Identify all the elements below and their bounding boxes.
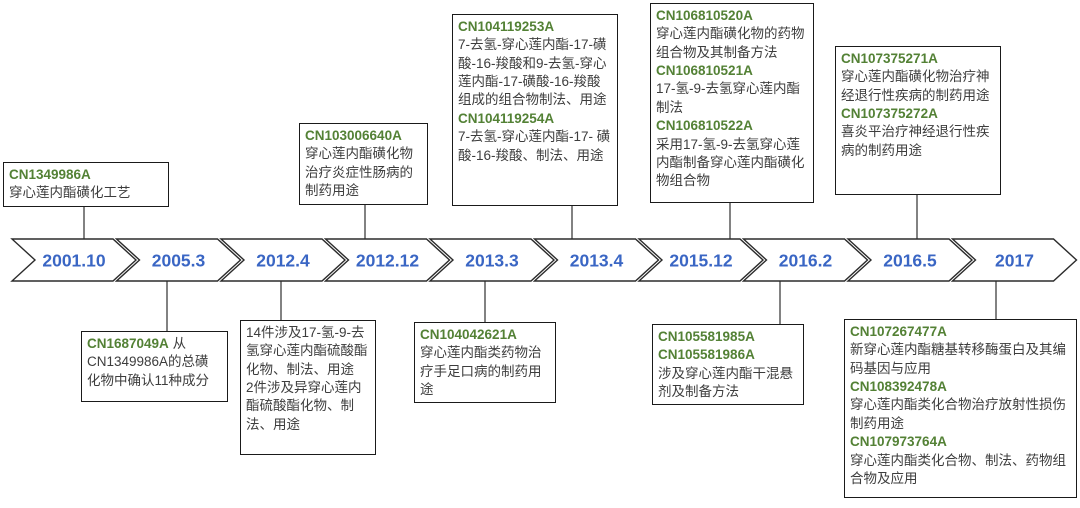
patent-number: CN106810520A: [656, 8, 753, 23]
patent-desc: 穿心莲内酯磺化物的药物组合物及其制备方法: [656, 26, 805, 60]
patent-desc: 涉及穿心莲内酯干混悬剂及制备方法: [658, 365, 793, 400]
patent-box-2016-2: CN105581985A CN105581986A 涉及穿心莲内酯干混悬剂及制备…: [652, 324, 804, 406]
patent-number: CN1687049A: [87, 336, 169, 351]
patent-desc: 从CN1349986A的总磺化物中确认11种成分: [87, 336, 210, 388]
patent-desc: 喜炎平治疗神经退行性疾病的制药用途: [841, 124, 990, 158]
patent-box-2012-12: CN103006640A 穿心莲内酯磺化物治疗炎症性肠病的制药用途: [299, 123, 428, 205]
patent-box-2012-4: 14件涉及17-氢-9-去氢穿心莲内酯硫酸酯化物、制法、用途 2件涉及异穿心莲内…: [240, 320, 376, 455]
patent-number: CN1349986A: [9, 167, 91, 182]
timeline-date-label: 2016.5: [883, 251, 937, 271]
patent-desc: 新穿心莲内酯糖基转移酶蛋白及其编码基因与应用: [850, 342, 1066, 376]
patent-desc: 穿心莲内酯磺化物治疗炎症性肠病的制药用途: [305, 146, 413, 199]
patent-desc: 采用17-氢-9-去氢穿心莲内酯制备穿心莲内酯磺化物组合物: [656, 136, 805, 189]
timeline-date-label: 2013.4: [570, 251, 624, 271]
patent-number: CN104119253A: [458, 19, 555, 34]
timeline-date-label: 2013.3: [465, 251, 519, 271]
timeline-date-label: 2012.12: [356, 251, 420, 271]
patent-number: CN105581986A: [658, 347, 755, 363]
timeline-date-label: 2015.12: [669, 251, 733, 271]
patent-box-2015-12: CN106810520A 穿心莲内酯磺化物的药物组合物及其制备方法 CN1068…: [650, 3, 814, 203]
patent-number: CN107267477A: [850, 324, 947, 339]
patent-desc: 17-氢-9-去氢穿心莲内酯制法: [656, 81, 801, 115]
patent-number: CN106810522A: [656, 118, 753, 134]
patent-desc: 7-去氢-穿心莲内酯-17-磺酸-16-羧酸和9-去氢-穿心莲内酯-17-磺酸-…: [458, 37, 607, 108]
patent-number: CN107375271A: [841, 51, 938, 66]
timeline-date-label: 2001.10: [42, 251, 106, 271]
timeline-chevron-2005-3: [114, 238, 242, 282]
patent-box-2001-10: CN1349986A 穿心莲内酯磺化工艺: [3, 162, 169, 207]
timeline-date-label: 2017: [995, 251, 1034, 271]
timeline-chevron-2017: [950, 238, 1078, 282]
patent-desc: 2件涉及异穿心莲内酯硫酸酯化物、制法、用途: [246, 380, 362, 432]
patent-number: CN103006640A: [305, 128, 402, 143]
patent-number: CN108392478A: [850, 379, 947, 395]
patent-desc: 7-去氢-穿心莲内酯-17- 磺酸-16-羧酸、制法、用途: [458, 129, 611, 163]
patent-desc: 穿心莲内酯类化合物、制法、药物组合物及应用: [850, 452, 1066, 486]
timeline-date-label: 2016.2: [779, 251, 833, 271]
timeline-chevron-2012-12: [323, 238, 451, 282]
timeline-chevron-2013-3: [428, 238, 556, 282]
timeline-chevron-2012-4: [219, 238, 347, 282]
patent-desc: 14件涉及17-氢-9-去氢穿心莲内酯硫酸酯化物、制法、用途: [246, 325, 368, 377]
patent-desc: 穿心莲内酯磺化物治疗神经退行性疾病的制药用途: [841, 69, 990, 103]
patent-box-2013-4: CN104119253A 7-去氢-穿心莲内酯-17-磺酸-16-羧酸和9-去氢…: [452, 14, 618, 206]
patent-box-2016-5: CN107375271A 穿心莲内酯磺化物治疗神经退行性疾病的制药用途 CN10…: [835, 46, 1001, 195]
timeline-chevron-2016-2: [741, 238, 869, 282]
timeline-chevron-2013-4: [532, 238, 660, 282]
patent-box-2013-3: CN104042621A 穿心莲内酯类药物治疗手足口病的制药用途: [414, 322, 556, 404]
timeline-date-label: 2005.3: [152, 251, 206, 271]
timeline-chevron-2015-12: [637, 238, 765, 282]
timeline-date-label: 2012.4: [256, 251, 310, 271]
timeline-chevron-2001-10: [10, 238, 138, 282]
patent-desc: 穿心莲内酯类化合物治疗放射性损伤制药用途: [850, 397, 1066, 431]
patent-number: CN107973764A: [850, 434, 947, 450]
patent-desc: 穿心莲内酯磺化工艺: [9, 185, 131, 201]
patent-number: CN104119254A: [458, 110, 555, 126]
timeline-chevron-2016-5: [846, 238, 974, 282]
patent-number: CN106810521A: [656, 63, 753, 79]
patent-number: CN104042621A: [420, 327, 517, 342]
patent-desc: 穿心莲内酯类药物治疗手足口病的制药用途: [420, 345, 542, 398]
patent-number: CN107375272A: [841, 106, 938, 122]
patent-box-2017: CN107267477A 新穿心莲内酯糖基转移酶蛋白及其编码基因与应用 CN10…: [844, 319, 1077, 498]
patent-number: CN105581985A: [658, 329, 755, 344]
patent-box-2005-3: CN1687049A 从CN1349986A的总磺化物中确认11种成分: [81, 331, 228, 402]
